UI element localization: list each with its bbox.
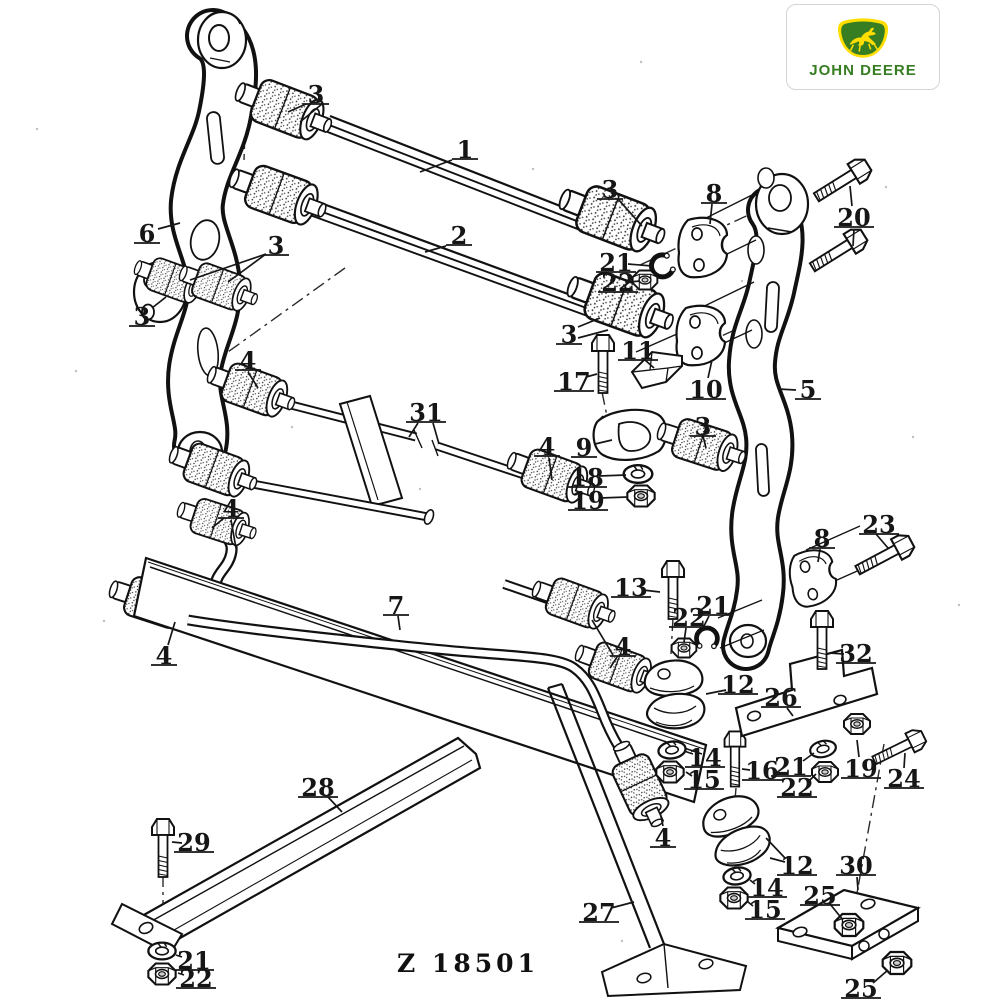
part-callout-8: 8 [706, 179, 723, 208]
part-21-washer [147, 941, 177, 961]
part-28-angle-bar [110, 736, 482, 956]
part-20-bolt [809, 154, 876, 209]
part-9-clamp-bracket [592, 408, 668, 461]
part-callout-22: 22 [179, 964, 212, 993]
part-12-clamp-assembly [696, 788, 777, 874]
part-callout-15: 15 [748, 895, 781, 924]
stabilizer-bent-rod [187, 579, 645, 782]
part-callout-26: 26 [764, 683, 797, 712]
part-callout-19: 19 [844, 754, 877, 783]
part-18-washer [622, 463, 654, 485]
part-26-bracket [734, 648, 879, 738]
part-callout-19: 19 [571, 486, 604, 515]
part-callout-12: 12 [721, 670, 754, 699]
part-callout-9: 9 [576, 433, 593, 462]
diagram-artwork [35, 8, 961, 998]
part-callout-22: 22 [780, 773, 813, 802]
part-29-bolt [151, 818, 175, 878]
leaping-deer-icon [849, 27, 879, 52]
part-17-bolt [591, 334, 615, 394]
part-25-nut [833, 912, 865, 938]
drawing-number: Z 18501 [397, 949, 539, 978]
part-callout-3: 3 [268, 231, 285, 260]
part-3-bushing [222, 155, 334, 234]
john-deere-wordmark: JOHN DEERE [809, 62, 917, 79]
part-callout-4: 4 [539, 432, 556, 461]
part-callout-12: 12 [780, 851, 813, 880]
part-11-wedge [630, 350, 683, 390]
part-callout-24: 24 [887, 764, 920, 793]
part-14-washer [721, 864, 753, 888]
part-callout-5: 5 [800, 375, 817, 404]
part-callout-32: 32 [839, 639, 872, 668]
part-19-nut [843, 713, 871, 735]
part-callout-21: 21 [599, 248, 632, 277]
part-22-nut [631, 269, 659, 291]
part-4-bushing [526, 569, 622, 637]
part-2-tie-rod [310, 200, 607, 321]
part-8-clamp-upper [677, 216, 729, 279]
part-21-washer [807, 737, 839, 761]
part-12-clamp-assembly [643, 659, 706, 730]
part-20-bolt [805, 224, 872, 279]
part-callout-21: 21 [177, 946, 210, 975]
part-callout-10: 10 [689, 375, 722, 404]
part-callout-28: 28 [301, 773, 334, 802]
part-callout-8: 8 [814, 524, 831, 553]
part-22-nut [811, 761, 839, 783]
part-callout-27: 27 [582, 898, 615, 927]
part-16-bolt [723, 730, 747, 788]
part-callout-25: 25 [844, 974, 877, 1000]
john-deere-logo: JOHN DEERE [786, 4, 940, 90]
part-callout-22: 22 [601, 268, 634, 297]
part-callout-21: 21 [696, 591, 729, 620]
part-callout-4: 4 [223, 494, 240, 523]
part-1-tie-rod [320, 114, 597, 235]
part-callout-3: 3 [695, 412, 712, 441]
part-callout-6: 6 [139, 219, 156, 248]
part-callout-11: 11 [621, 336, 654, 365]
part-4-bushing [171, 490, 262, 552]
part-callout-14: 14 [750, 873, 783, 902]
part-5-right-bracket [721, 167, 810, 671]
part-15-nut [655, 760, 685, 784]
part-19-nut [626, 484, 656, 508]
part-8-clamp-lower [784, 545, 842, 611]
part-callout-3: 3 [134, 302, 151, 331]
part-callout-4: 4 [615, 632, 632, 661]
part-callout-17: 17 [557, 367, 590, 396]
part-callout-23: 23 [862, 510, 895, 539]
part-callout-16: 16 [745, 756, 778, 785]
part-callout-18: 18 [570, 463, 603, 492]
part-callout-3: 3 [602, 175, 619, 204]
part-callout-7: 7 [388, 591, 405, 620]
part-callout-29: 29 [177, 828, 210, 857]
part-22-nut [147, 962, 177, 986]
part-callout-25: 25 [803, 881, 836, 910]
part-callout-3: 3 [561, 320, 578, 349]
part-callout-15: 15 [687, 765, 720, 794]
part-callout-4: 4 [156, 641, 173, 670]
part-callout-1: 1 [457, 135, 474, 164]
part-callout-31: 31 [409, 398, 442, 427]
part-callout-20: 20 [837, 203, 870, 232]
part-15-nut [719, 886, 749, 910]
part-callout-3: 3 [308, 80, 325, 109]
scan-specks [35, 60, 961, 943]
part-callout-21: 21 [774, 752, 807, 781]
part-callout-30: 30 [839, 851, 872, 880]
part-callout-14: 14 [688, 743, 721, 772]
part-callout-4: 4 [655, 823, 672, 852]
part-27-strut [546, 683, 748, 998]
john-deere-shield-icon [837, 18, 889, 58]
part-callout-4: 4 [240, 346, 257, 375]
part-callout-22: 22 [672, 603, 705, 632]
part-callout-13: 13 [614, 573, 647, 602]
part-callout-2: 2 [451, 221, 468, 250]
part-10-clamp [675, 304, 727, 367]
